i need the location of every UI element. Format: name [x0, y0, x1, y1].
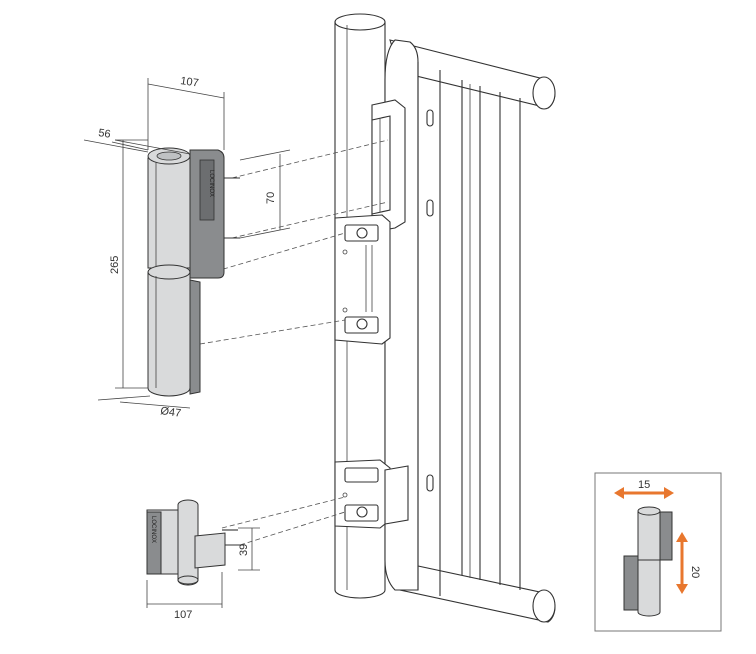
dim-diameter: Ø47 — [160, 405, 182, 420]
dimension-lines — [83, 78, 291, 608]
dim-bottom-width: 107 — [174, 609, 192, 621]
upper-bracket-post — [334, 214, 391, 345]
top-plate-brand: LOCINOX — [208, 170, 214, 197]
dim-height: 265 — [109, 256, 121, 274]
adjustment-inset — [594, 472, 722, 632]
dim-bolt-spacing: 70 — [265, 192, 277, 204]
upper-bracket-frame — [371, 99, 406, 233]
bottom-plate-brand: LOCINOX — [150, 516, 156, 543]
bottom-hinge — [146, 499, 244, 586]
top-hinge — [147, 147, 240, 397]
dim-bottom-height: 39 — [238, 544, 250, 556]
lower-bracket-post — [334, 459, 409, 529]
gate-frame — [384, 39, 556, 623]
dim-depth: 56 — [98, 127, 112, 141]
dim-top-width: 107 — [180, 75, 200, 89]
inset-vertical-value: 20 — [689, 566, 701, 578]
inset-horizontal-value: 15 — [638, 479, 650, 491]
